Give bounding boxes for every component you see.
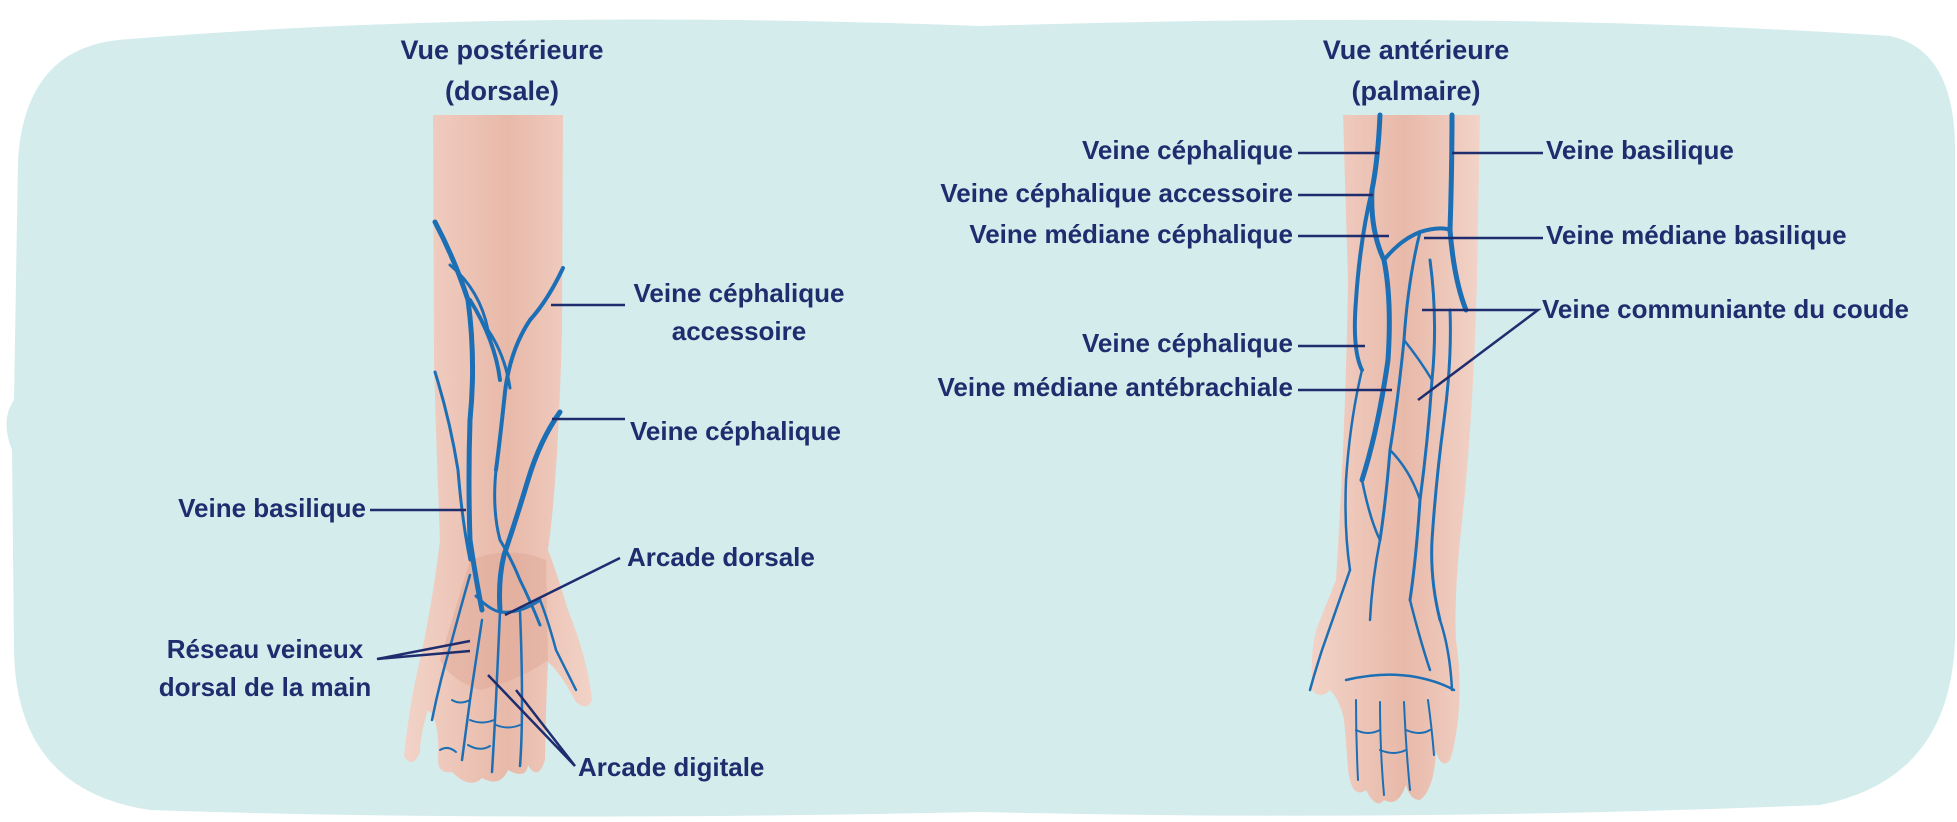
label-posterior-dorsal-network-line1: Réseau veineux bbox=[154, 634, 376, 664]
label-posterior-basilic: Veine basilique bbox=[150, 493, 366, 523]
anterior-title-line2: (palmaire) bbox=[1300, 71, 1532, 112]
posterior-title-line1: Vue postérieure bbox=[386, 30, 618, 71]
label-anterior-median-antebrachial: Veine médiane antébrachiale bbox=[900, 372, 1293, 402]
label-posterior-cephalic-accessory: Veine céphalique accessoire bbox=[624, 278, 854, 346]
anterior-title-line1: Vue antérieure bbox=[1300, 30, 1532, 71]
label-posterior-cephalic-accessory-line2: accessoire bbox=[624, 316, 854, 346]
label-posterior-digital-arch: Arcade digitale bbox=[578, 752, 764, 782]
anterior-title: Vue antérieure (palmaire) bbox=[1300, 30, 1532, 112]
label-posterior-dorsal-network-line2: dorsal de la main bbox=[154, 672, 376, 702]
label-anterior-cephalic-accessory: Veine céphalique accessoire bbox=[900, 178, 1293, 208]
posterior-title: Vue postérieure (dorsale) bbox=[386, 30, 618, 112]
label-anterior-cephalic-lower: Veine céphalique bbox=[900, 328, 1293, 358]
label-posterior-dorsal-network: Réseau veineux dorsal de la main bbox=[154, 634, 376, 702]
label-anterior-cephalic-upper: Veine céphalique bbox=[900, 135, 1293, 165]
posterior-title-line2: (dorsale) bbox=[386, 71, 618, 112]
label-posterior-cephalic: Veine céphalique bbox=[630, 416, 841, 446]
label-anterior-cubital-communicating: Veine communiante du coude bbox=[1542, 294, 1909, 324]
label-posterior-cephalic-accessory-line1: Veine céphalique bbox=[624, 278, 854, 308]
label-anterior-basilic: Veine basilique bbox=[1546, 135, 1734, 165]
label-anterior-median-cephalic: Veine médiane céphalique bbox=[900, 219, 1293, 249]
label-anterior-median-basilic: Veine médiane basilique bbox=[1546, 220, 1847, 250]
label-posterior-dorsal-arch: Arcade dorsale bbox=[627, 542, 815, 572]
